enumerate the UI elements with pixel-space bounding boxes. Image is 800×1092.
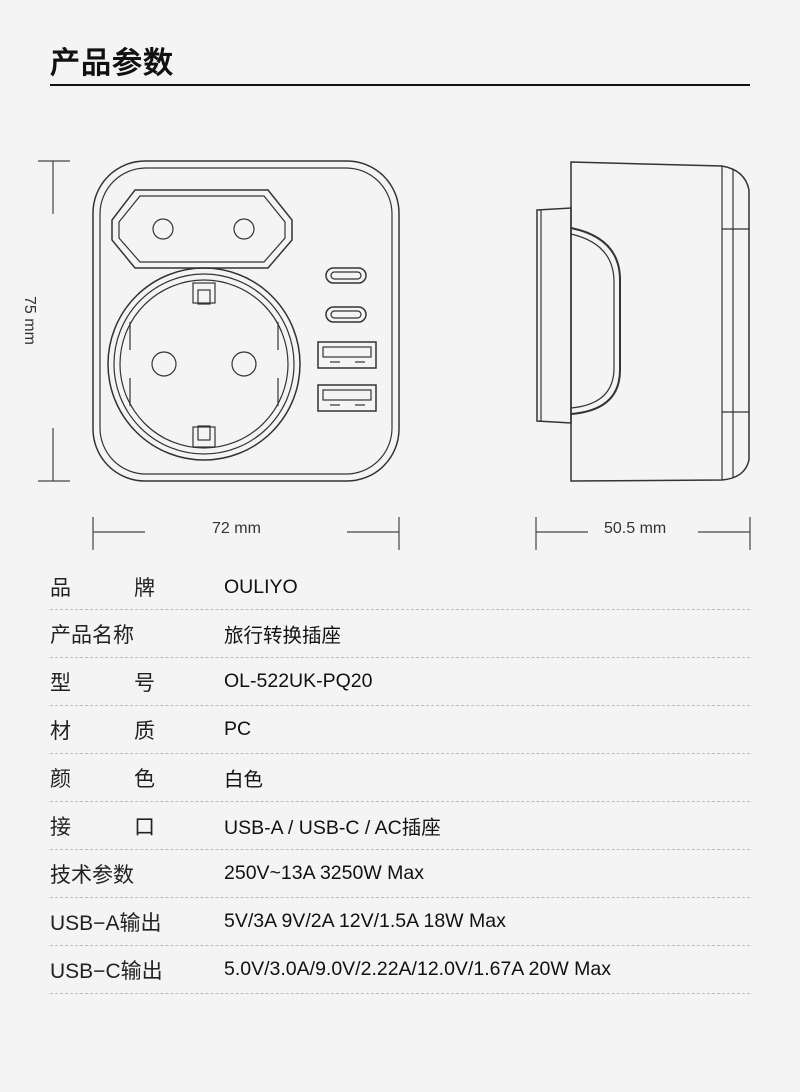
spec-value: OL-522UK-PQ20 <box>224 670 373 692</box>
spec-row-color: 颜 色 白色 <box>50 754 750 802</box>
spec-label: 接 口 <box>50 815 155 839</box>
spec-table: 品 牌 OULIYO 产品名称 旅行转换插座 型 号 OL-522UK-PQ20… <box>50 565 750 994</box>
spec-row-technical-params: 技术参数 250V~13A 3250W Max <box>50 850 750 898</box>
spec-value: OULIYO <box>224 575 298 598</box>
spec-label: 型 号 <box>50 671 155 695</box>
spec-label: USB−C输出 <box>50 959 163 983</box>
front-view-outline <box>92 160 400 482</box>
usb-c-port-1 <box>325 267 367 284</box>
spec-value: 250V~13A 3250W Max <box>224 862 425 884</box>
depth-dimension-line <box>535 517 751 550</box>
depth-dimension-label: 50.5 mm <box>600 520 671 538</box>
spec-value: USB-A / USB-C / AC插座 <box>224 817 441 839</box>
width-dimension-label: 72 mm <box>208 520 265 538</box>
spec-row-interface: 接 口 USB-A / USB-C / AC插座 <box>50 802 750 850</box>
eu-two-pin-socket <box>111 189 293 269</box>
spec-label: 材 质 <box>50 719 155 743</box>
spec-row-material: 材 质 PC <box>50 706 750 754</box>
title-divider <box>50 84 750 86</box>
spec-value: 5V/3A 9V/2A 12V/1.5A 18W Max <box>224 910 506 932</box>
spec-row-usb-c-output: USB−C输出 5.0V/3.0A/9.0V/2.22A/12.0V/1.67A… <box>50 946 750 994</box>
width-dimension-line <box>92 517 400 550</box>
usb-a-port-2 <box>317 384 377 412</box>
spec-row-product-name: 产品名称 旅行转换插座 <box>50 610 750 658</box>
spec-value: 5.0V/3.0A/9.0V/2.22A/12.0V/1.67A 20W Max <box>224 958 612 980</box>
spec-label: 产品名称 <box>50 623 134 647</box>
spec-label: 品 牌 <box>50 577 155 600</box>
spec-row-model: 型 号 OL-522UK-PQ20 <box>50 658 750 706</box>
technical-drawing <box>38 160 751 550</box>
schuko-socket <box>107 267 301 461</box>
spec-value: PC <box>224 718 252 740</box>
usb-a-port-1 <box>317 341 377 369</box>
spec-row-usb-a-output: USB−A输出 5V/3A 9V/2A 12V/1.5A 18W Max <box>50 898 750 946</box>
spec-label: USB−A输出 <box>50 911 162 935</box>
spec-row-brand: 品 牌 OULIYO <box>50 565 750 610</box>
height-dimension-label: 75 mm <box>20 292 38 349</box>
spec-value: 旅行转换插座 <box>224 625 342 647</box>
height-dimension-line <box>38 160 70 482</box>
page-title: 产品参数 <box>50 47 174 80</box>
spec-label: 颜 色 <box>50 767 155 791</box>
product-dimension-diagram: 75 mm 72 mm 50.5 mm <box>20 160 751 550</box>
side-view-outline <box>536 161 750 482</box>
spec-label: 技术参数 <box>50 863 134 887</box>
spec-value: 白色 <box>224 769 264 791</box>
usb-c-port-2 <box>325 306 367 323</box>
